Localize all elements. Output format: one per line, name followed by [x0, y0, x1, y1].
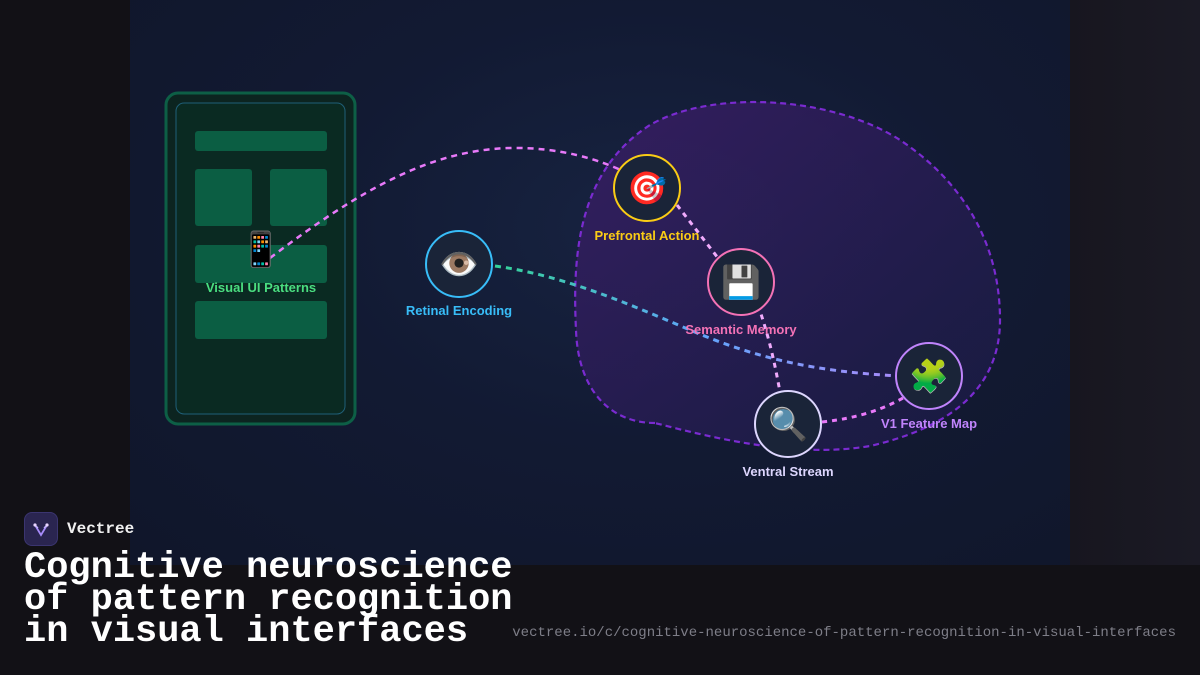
puzzle-piece-icon: 🧩: [909, 357, 949, 395]
link-retinal-to-v1: [494, 264, 901, 378]
node-retinal-label: Retinal Encoding: [405, 303, 513, 318]
title-line: of pattern recognition: [24, 579, 513, 621]
phone-block-row: [195, 301, 327, 339]
link-prefrontal-to-semantic: [675, 204, 720, 259]
target-icon: 🎯: [627, 169, 667, 207]
phone-block-tile: [195, 169, 252, 226]
node-v1-circle[interactable]: [895, 342, 963, 410]
node-prefrontal-circle[interactable]: [613, 154, 681, 222]
node-v1-label: V1 Feature Map: [880, 416, 978, 431]
brand-name: Vectree: [67, 520, 135, 538]
phone-block-tile: [270, 169, 327, 226]
node-semantic-circle[interactable]: [707, 248, 775, 316]
right-backdrop: [1070, 0, 1200, 565]
phone-label: Visual UI Patterns: [205, 280, 317, 295]
page-url[interactable]: vectree.io/c/cognitive-neuroscience-of-p…: [512, 625, 1176, 641]
node-ventral-label: Ventral Stream: [742, 464, 834, 479]
title-line: in visual interfaces: [24, 611, 469, 653]
node-semantic-label: Semantic Memory: [685, 322, 797, 337]
node-ventral-circle[interactable]: [754, 390, 822, 458]
link-phone-to-prefrontal: [269, 146, 626, 259]
link-ventral-to-v1: [821, 396, 904, 424]
vectree-logo-icon: [24, 512, 58, 546]
phone-block-row: [195, 245, 327, 283]
magnifier-icon: 🔍: [768, 405, 808, 443]
floppy-disk-icon: 💾: [721, 263, 761, 301]
brain-region: [574, 101, 1002, 451]
eye-icon: 👁️: [439, 245, 479, 283]
node-prefrontal-label: Prefrontal Action: [594, 228, 700, 243]
phone-illustration: [164, 91, 357, 426]
node-retinal-circle[interactable]: [425, 230, 493, 298]
left-backdrop: [0, 0, 130, 565]
page-title: Cognitive neuroscience of pattern recogn…: [24, 547, 513, 653]
brand[interactable]: Vectree: [24, 512, 134, 546]
link-semantic-to-ventral: [756, 304, 782, 393]
phone-block-header: [195, 131, 327, 151]
mobile-phone-icon: 📱: [239, 230, 283, 270]
title-line: Cognitive neuroscience: [24, 547, 513, 589]
